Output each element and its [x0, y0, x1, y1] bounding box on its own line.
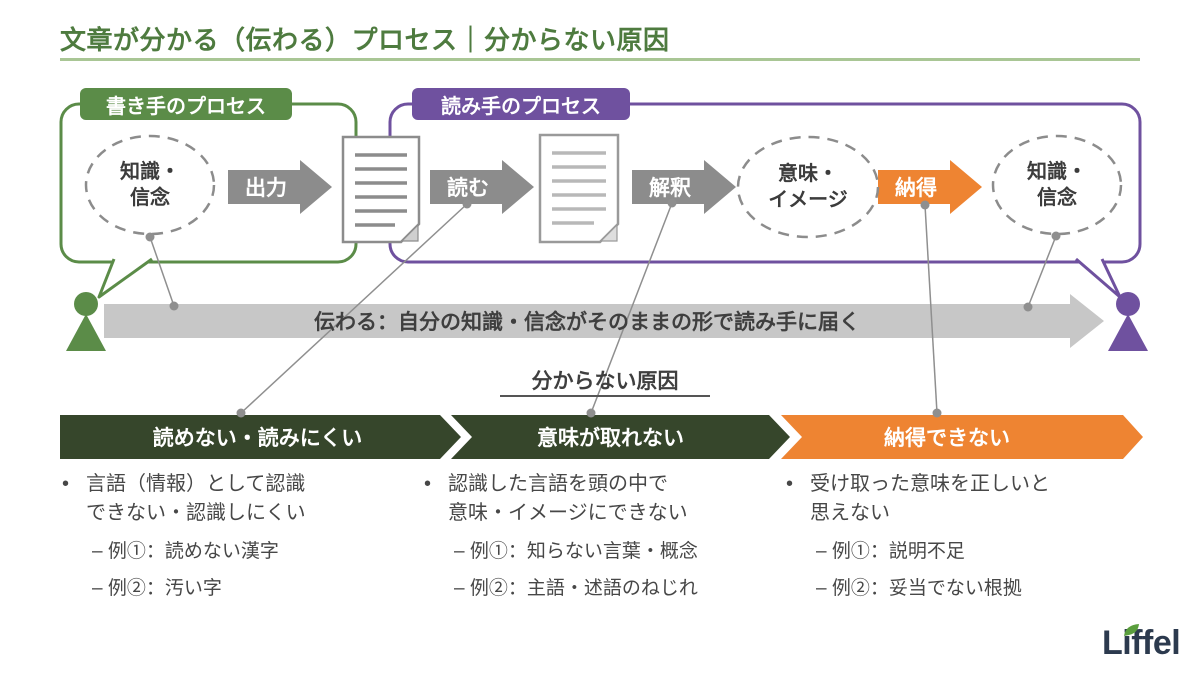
meaning-image-label: 意味・ イメージ	[768, 163, 848, 211]
output-arrow-label: 出力	[245, 177, 287, 200]
cause-example: – 例②：主語・述語のねじれ	[454, 577, 698, 599]
cause-example: – 例①：知らない言葉・概念	[454, 541, 698, 562]
cause-banner-label-2: 意味が取れない	[537, 427, 684, 450]
writer-process-badge: 書き手のプロセス	[80, 88, 292, 120]
connector-lines	[149, 202, 1057, 414]
cause-text: 認識した言語を頭の中で 意味・イメージにできない	[448, 473, 688, 524]
connector-dots	[145, 198, 1061, 418]
writer-person-icon	[66, 292, 106, 351]
meaning-image-ellipse	[736, 135, 880, 239]
page-title: 文章が分かる（伝わる）プロセス｜分からない原因	[60, 25, 670, 55]
reader-process-badge: 読み手のプロセス	[412, 88, 630, 120]
read-arrow	[430, 160, 534, 214]
document-icon-1	[341, 135, 421, 244]
cause-bullet: • 言語（情報）として認識 できない・認識しにくい	[62, 470, 422, 528]
cause-bullet: • 受け取った意味を正しいと 思えない	[786, 470, 1146, 528]
causes-heading: 分からない原因	[500, 364, 710, 397]
cause-detail-column-2: • 認識した言語を頭の中で 意味・イメージにできない – 例①：知らない言葉・概…	[424, 470, 784, 601]
accept-arrow-label: 納得	[895, 177, 937, 200]
cause-text: 言語（情報）として認識 できない・認識しにくい	[86, 473, 306, 524]
liffel-logo: Liffel	[1102, 624, 1198, 668]
writer-knowledge-label: 知識・ 信念	[120, 161, 180, 209]
leaf-icon	[1124, 624, 1139, 636]
bullet-marker: •	[62, 473, 70, 495]
output-arrow	[228, 160, 332, 214]
cause-banner-label-3: 納得できない	[884, 427, 1010, 450]
cause-chevron-1	[60, 415, 461, 459]
cause-bullet: • 認識した言語を頭の中で 意味・イメージにできない	[424, 470, 784, 528]
cause-banner-label-1: 読めない・読みにくい	[152, 427, 363, 450]
writer-bubble-tail	[97, 257, 153, 299]
cause-example: – 例②：汚い字	[92, 577, 222, 599]
logo-text: Liffel	[1102, 624, 1181, 662]
bullet-marker: •	[424, 473, 432, 495]
reader-bubble-tail	[1075, 257, 1122, 299]
read-arrow-label: 読む	[447, 177, 489, 200]
accept-arrow	[878, 160, 982, 214]
interpret-arrow-label: 解釈	[649, 177, 691, 200]
document-icon-2	[538, 133, 620, 244]
reader-person-icon	[1108, 292, 1148, 351]
cause-detail-column-1: • 言語（情報）として認識 できない・認識しにくい – 例①：読めない漢字 – …	[62, 470, 422, 601]
cause-chevron-3	[781, 415, 1143, 459]
cause-chevron-2	[451, 415, 790, 459]
cause-example: – 例①：読めない漢字	[92, 541, 279, 562]
cause-detail-column-3: • 受け取った意味を正しいと 思えない – 例①：説明不足 – 例②：妥当でない…	[786, 470, 1146, 601]
writer-knowledge-ellipse	[84, 134, 216, 236]
cause-example: – 例①：説明不足	[816, 541, 965, 562]
reader-knowledge-ellipse	[991, 134, 1123, 236]
transmission-banner-label: 伝わる：自分の知識・信念がそのままの形で読み手に届く	[314, 311, 860, 334]
bullet-marker: •	[786, 473, 794, 495]
interpret-arrow	[632, 160, 736, 214]
cause-text: 受け取った意味を正しいと 思えない	[810, 473, 1050, 524]
title-divider	[60, 58, 1140, 61]
reader-knowledge-label: 知識・ 信念	[1027, 161, 1087, 209]
cause-example: – 例②：妥当でない根拠	[816, 577, 1022, 599]
